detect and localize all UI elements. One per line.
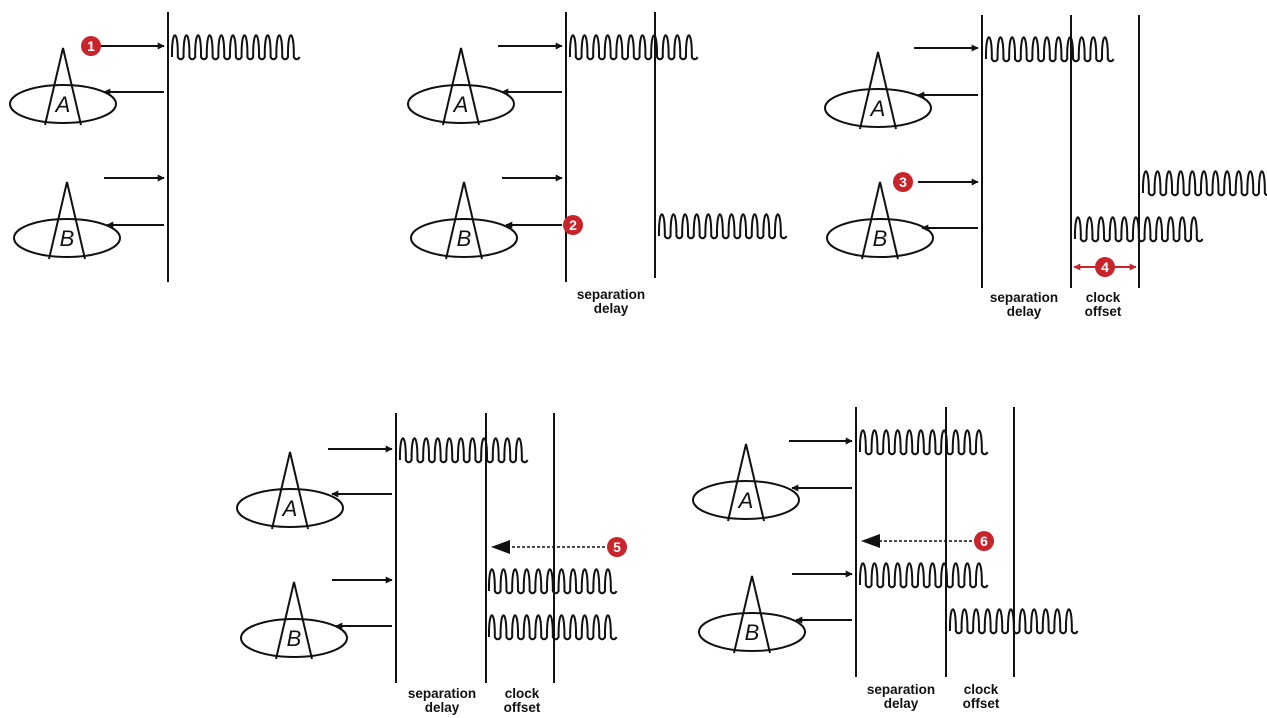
antenna-cone [733,575,771,654]
antenna-a: A [236,451,344,530]
wave [1073,216,1204,243]
antenna-cone [861,181,899,260]
clock-label: clock [1086,290,1121,305]
step-badge-4: 4 [1095,257,1115,277]
wave [984,36,1115,63]
antenna-a: A [9,47,117,126]
antenna-letter: A [869,96,886,121]
wave [398,437,529,464]
separation-label: separation [990,290,1058,305]
wave [948,608,1079,635]
panel-1: A B 1 [9,12,301,282]
antenna-cone [44,47,82,126]
step-badge-2: 2 [563,215,583,235]
offset-label: offset [963,696,1000,711]
wave [568,34,699,61]
antenna-letter: B [873,226,888,251]
antenna-letter: B [287,626,302,651]
antenna-a: A [407,47,515,126]
svg-text:4: 4 [1101,259,1109,275]
wave [657,213,788,240]
antenna-dish [407,84,515,124]
offset-label: offset [504,700,541,715]
wave [858,429,989,456]
antenna-cone [727,443,765,522]
panel-5: A B 6 separation delay clock offset [692,407,1079,711]
step-badge-1: 1 [81,36,101,56]
panel-3: A B 3 4 separation delay clock offset [824,15,1267,319]
delay-label: delay [1007,304,1042,319]
antenna-letter: B [60,226,75,251]
antenna-cone [859,51,897,130]
antenna-dish [826,218,934,258]
antenna-b: B [240,581,348,660]
antenna-dish [240,618,348,658]
antenna-a: A [692,443,800,522]
antenna-letter: A [452,92,469,117]
antenna-letter: A [54,92,71,117]
panel-4: A B 5 separation delay clock offset [236,413,627,715]
antenna-cone [442,47,480,126]
antenna-b: B [826,181,934,260]
wave [858,562,989,589]
antenna-letter: A [281,496,298,521]
delay-label: delay [884,696,919,711]
wave [170,34,301,61]
svg-text:6: 6 [980,533,988,549]
separation-label: separation [408,686,476,701]
antenna-dish [698,612,806,652]
step-badge-5: 5 [607,537,627,557]
antenna-letter: B [457,226,472,251]
delay-label: delay [425,700,460,715]
separation-label: separation [577,287,645,302]
step-badge-6: 6 [974,531,994,551]
antenna-b: B [698,575,806,654]
antenna-dish [410,218,518,258]
svg-text:2: 2 [569,217,577,233]
antenna-cone [48,181,86,260]
antenna-dish [13,218,121,258]
wave [1141,170,1267,197]
wave [487,614,618,641]
wave [487,568,618,595]
svg-text:3: 3 [899,174,907,190]
antenna-cone [445,181,483,260]
step-badge-3: 3 [893,172,913,192]
svg-text:5: 5 [613,539,621,555]
antenna-letter: A [737,488,754,513]
antenna-a: A [824,51,932,130]
panel-2: A B 2 separation delay [407,12,788,316]
antenna-cone [275,581,313,660]
antenna-dish [9,84,117,124]
antenna-b: B [410,181,518,260]
shift-arrowhead [861,534,880,548]
separation-label: separation [867,682,935,697]
clock-label: clock [964,682,999,697]
offset-label: offset [1085,304,1122,319]
antenna-dish [824,88,932,128]
delay-label: delay [594,301,629,316]
shift-arrowhead [491,540,510,554]
antenna-dish [236,488,344,528]
clock-label: clock [505,686,540,701]
svg-text:1: 1 [87,38,95,54]
antenna-cone [271,451,309,530]
antenna-b: B [13,181,121,260]
antenna-letter: B [745,620,760,645]
antenna-dish [692,480,800,520]
